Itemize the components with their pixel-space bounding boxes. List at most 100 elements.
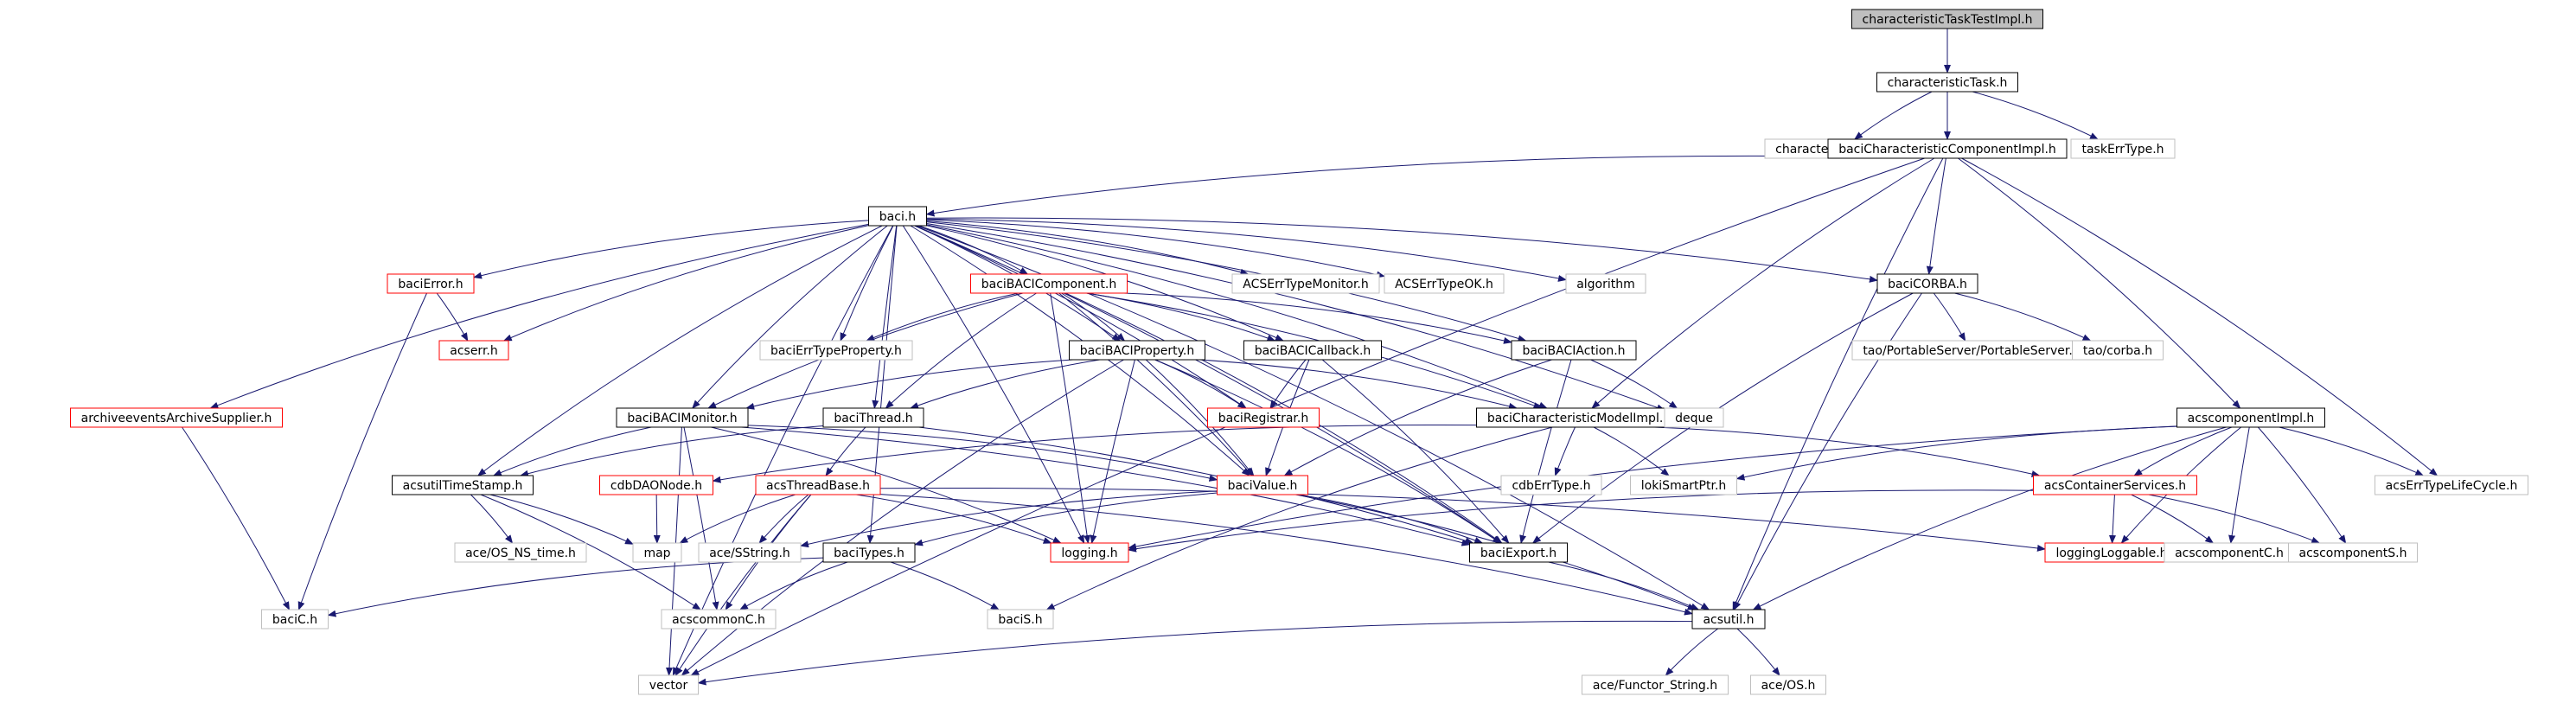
node-baciCORBA[interactable]: baciCORBA.h [1876, 273, 1978, 294]
node-label: acsContainerServices.h [2044, 479, 2186, 493]
node-label: loggingLoggable.h [2055, 546, 2167, 560]
edge-baci-to-baciTypes [866, 225, 898, 544]
node-baciCharacteristicComponentImpl[interactable]: baciCharacteristicComponentImpl.h [1827, 138, 2068, 159]
node-deque: deque [1664, 407, 1724, 428]
node-box [1050, 542, 1129, 563]
node-baciError[interactable]: baciError.h [387, 273, 475, 294]
node-taoPortableServer: tao/PortableServer/PortableServer.h [1851, 340, 2092, 361]
node-box [1851, 9, 2043, 29]
edge-acscomponentImpl-to-acsContainerServices [2133, 426, 2233, 476]
node-baciThread[interactable]: baciThread.h [822, 407, 924, 428]
node-label: baciCharacteristicComponentImpl.h [1838, 143, 2056, 157]
node-label: baciErrTypeProperty.h [770, 344, 902, 358]
edge-baciCharacteristicComponentImpl-to-baci [925, 155, 1829, 217]
node-label: taskErrType.h [2081, 143, 2164, 157]
node-baciExport[interactable]: baciExport.h [1469, 542, 1568, 563]
node-acsThreadBase[interactable]: acsThreadBase.h [755, 475, 881, 495]
edge-baciThread-to-acsThreadBase [825, 426, 866, 476]
edge-baciError-to-baciC [297, 292, 428, 610]
node-label: map [643, 546, 670, 560]
node-baciRegistrar[interactable]: baciRegistrar.h [1207, 407, 1320, 428]
node-acsContainerServices[interactable]: acsContainerServices.h [2033, 475, 2197, 495]
node-baciBACIAction[interactable]: baciBACIAction.h [1511, 340, 1637, 361]
node-box [661, 609, 777, 630]
node-acscomponentImpl[interactable]: acscomponentImpl.h [2176, 407, 2325, 428]
node-box [1827, 138, 2068, 159]
edge-baciCharacteristicModelImpl-to-cdbDAONode [712, 425, 1477, 483]
edge-baciCharacteristicModelImpl-to-cdbErrType [1554, 426, 1576, 476]
edge-baci-to-ACSErrTypeOK [926, 219, 1385, 278]
edge-baciTypes-to-acscommonC [738, 561, 848, 610]
node-acsErrTypeLifeCycle: acsErrTypeLifeCycle.h [2375, 475, 2528, 495]
node-taoCorba: tao/corba.h [2072, 340, 2164, 361]
node-acsutilTimeStamp[interactable]: acsutilTimeStamp.h [392, 475, 534, 495]
edge-baciBACIProperty-to-baciBACIMonitor [745, 359, 1073, 410]
edge-acsThreadBase-to-map [679, 494, 796, 544]
node-loggingLoggable[interactable]: loggingLoggable.h [2044, 542, 2179, 563]
node-archiveevents[interactable]: archiveeventsArchiveSupplier.h [70, 407, 283, 428]
node-label: tao/PortableServer/PortableServer.h [1863, 344, 2080, 358]
edge-acsutilTimeStamp-to-acscommonC [480, 494, 701, 610]
node-acscomponentC: acscomponentC.h [2164, 542, 2295, 563]
node-box [822, 407, 924, 428]
edge-acsThreadBase-to-acsutil [879, 494, 1693, 616]
node-box [822, 542, 916, 563]
node-baciErrTypeProperty: baciErrTypeProperty.h [759, 340, 913, 361]
edge-baciBACIProperty-to-baciValue [1145, 359, 1255, 476]
edge-baciBACIComponent-to-baciBACIAction [1123, 292, 1512, 344]
edge-baciCORBA-to-acsutil [1734, 292, 1922, 610]
node-box [698, 542, 802, 563]
node-acserr[interactable]: acserr.h [438, 340, 509, 361]
node-box [2033, 475, 2197, 495]
node-baciBACIComponent[interactable]: baciBACIComponent.h [970, 273, 1128, 294]
node-baciTypes[interactable]: baciTypes.h [822, 542, 916, 563]
edge-baciCORBA-to-taoCorba [1954, 292, 2092, 342]
node-aceOSNStime: ace/OS_NS_time.h [454, 542, 587, 563]
edge-baciBACIMonitor-to-acscommonC [683, 426, 719, 610]
edge-baciBACIMonitor-to-acsutilTimeStamp [492, 426, 652, 476]
node-baciBACICallback[interactable]: baciBACICallback.h [1243, 340, 1382, 361]
node-baciC: baciC.h [261, 609, 329, 630]
node-logging[interactable]: logging.h [1050, 542, 1129, 563]
node-cdbDAONode[interactable]: cdbDAONode.h [599, 475, 713, 495]
edge-archiveevents-to-baciC [182, 426, 290, 610]
node-box [2070, 138, 2176, 159]
node-baciCharacteristicModelImpl[interactable]: baciCharacteristicModelImpl.h [1476, 407, 1682, 428]
node-label: baciC.h [272, 613, 317, 627]
node-label: characteristicTask.h [1888, 76, 2008, 90]
edge-acsutil-to-aceOS [1736, 628, 1780, 676]
node-box [970, 273, 1128, 294]
node-baciValue[interactable]: baciValue.h [1217, 475, 1308, 495]
node-label: acscommonC.h [672, 613, 765, 627]
node-label: baciValue.h [1228, 479, 1298, 493]
node-taskErrType: taskErrType.h [2070, 138, 2176, 159]
edge-layer [182, 28, 2439, 686]
node-box [261, 609, 329, 630]
node-baciBACIMonitor[interactable]: baciBACIMonitor.h [616, 407, 749, 428]
edge-baciBACIAction-to-deque [1590, 359, 1678, 409]
node-box [755, 475, 881, 495]
node-aceOS: ace/OS.h [1750, 674, 1826, 695]
edge-baci-to-baciThread [872, 225, 898, 409]
edge-baciBACIComponent-to-baciBACIProperty [1061, 292, 1126, 342]
edge-baci-to-baciCharacteristicModelImpl [926, 224, 1548, 409]
node-label: acscomponentC.h [2175, 546, 2284, 560]
edge-acsutilTimeStamp-to-map [489, 494, 634, 545]
node-baciBACIProperty[interactable]: baciBACIProperty.h [1069, 340, 1205, 361]
edge-baciBACIMonitor-to-baciValue [747, 425, 1218, 482]
node-baci[interactable]: baci.h [868, 206, 927, 227]
node-characteristicTaskTestImpl[interactable]: characteristicTaskTestImpl.h [1851, 9, 2043, 29]
node-label: ace/SString.h [709, 546, 790, 560]
node-label: logging.h [1061, 546, 1117, 560]
node-acsutil[interactable]: acsutil.h [1691, 609, 1766, 630]
node-box [1691, 609, 1766, 630]
node-label: baciTypes.h [834, 546, 904, 560]
edge-baciBACIProperty-to-baciExport [1154, 359, 1502, 544]
node-label: baciBACIComponent.h [981, 278, 1117, 291]
node-characteristicTask[interactable]: characteristicTask.h [1876, 72, 2018, 93]
edge-baci-to-acserr [502, 225, 869, 342]
edge-acscomponentImpl-to-logging [1128, 425, 2177, 550]
node-box [454, 542, 587, 563]
node-label: ace/OS.h [1761, 679, 1816, 693]
edge-baciBACIProperty-to-baciThread [910, 359, 1101, 409]
